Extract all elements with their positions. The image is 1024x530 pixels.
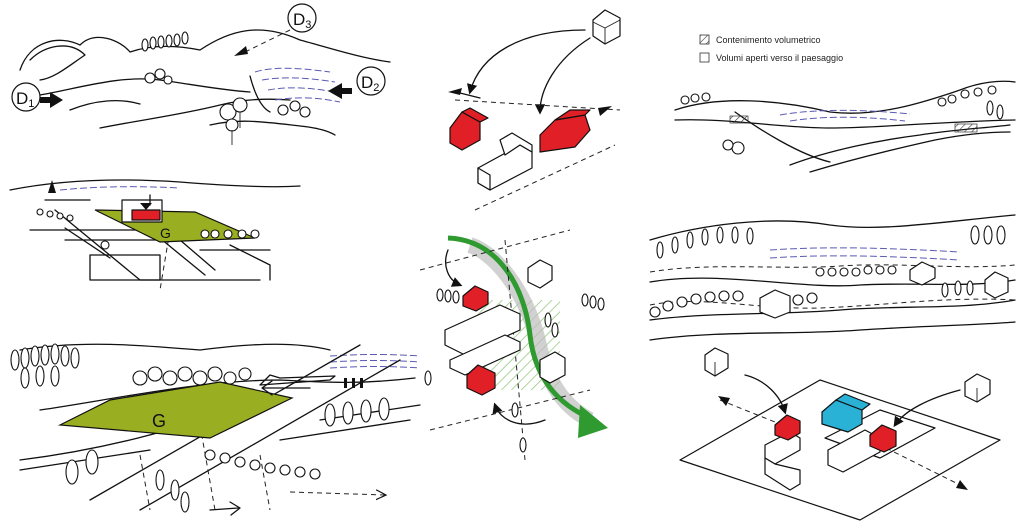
arrow-icon — [718, 396, 730, 406]
svg-text:Volumi aperti verso il paesagg: Volumi aperti verso il paesaggio — [716, 53, 843, 63]
panel-perspective-field: G — [10, 343, 421, 516]
arrow-icon — [956, 480, 968, 490]
white-block-mid — [444, 304, 521, 376]
tree-row — [36, 208, 260, 250]
panel-axonometric-buildings — [448, 9, 621, 211]
steeple-icon — [48, 180, 56, 193]
arrow-icon — [328, 83, 352, 99]
svg-text:D1: D1 — [16, 89, 34, 110]
panel-landscape-hills — [649, 214, 1016, 341]
viewpoint-d1: D1 — [11, 82, 63, 112]
field-label-small: G — [160, 225, 171, 241]
house-icon-right — [964, 373, 991, 403]
tree-row — [65, 378, 390, 513]
white-block-right — [539, 351, 566, 384]
panel-flow-axonometric — [419, 229, 608, 461]
panel-landscape-lake — [674, 80, 1016, 173]
white-long-building — [827, 429, 881, 473]
white-block-top — [527, 259, 553, 289]
tree-row — [424, 288, 605, 453]
tree-cluster — [132, 366, 321, 480]
arrow-icon — [140, 203, 152, 210]
tree-cluster — [649, 265, 974, 318]
tree-row — [10, 343, 80, 389]
tree-row — [141, 31, 189, 52]
hatched-swatch-icon — [699, 34, 710, 45]
legend-item-hatched: Contenimento volumetrico — [699, 34, 821, 45]
svg-text:Contenimento volumetrico: Contenimento volumetrico — [716, 35, 821, 45]
legend-item-open: Volumi aperti verso il paesaggio — [699, 52, 843, 63]
panel-site-plan-small: G — [9, 179, 301, 291]
red-building-right — [539, 109, 591, 153]
arrow-icon — [40, 92, 63, 108]
svg-text:D3: D3 — [293, 10, 311, 31]
house-icon-top — [592, 9, 621, 45]
tree-row — [656, 225, 1006, 259]
red-building-site-right — [869, 424, 897, 453]
tree-cluster — [144, 68, 311, 145]
arrow-icon — [289, 492, 385, 495]
red-block-bottom — [466, 364, 496, 396]
panel-viewpoints-sketch: D3 D2 D1 — [11, 3, 391, 145]
panel-axonometric-site — [679, 347, 1001, 521]
arrow-icon — [598, 106, 612, 116]
red-building-site-left — [774, 414, 801, 441]
viewpoint-d2: D2 — [328, 66, 386, 99]
house-icon-left — [704, 347, 729, 377]
arrow-icon — [261, 380, 311, 396]
arrow-icon — [448, 88, 462, 95]
red-block-top — [462, 285, 489, 312]
cyan-building — [821, 393, 871, 433]
flow-arrow-icon — [578, 405, 608, 438]
legend: Contenimento volumetrico Volumi aperti v… — [699, 34, 843, 63]
svg-text:D2: D2 — [361, 73, 379, 94]
tree-cluster — [680, 85, 1004, 155]
arrow-icon — [234, 46, 248, 56]
field-label-large: G — [152, 411, 166, 431]
viewpoint-d3: D3 — [234, 3, 317, 56]
open-swatch-icon — [699, 52, 710, 63]
arrow-icon — [209, 501, 241, 516]
red-building-left — [449, 107, 489, 151]
white-l-building — [764, 431, 801, 491]
